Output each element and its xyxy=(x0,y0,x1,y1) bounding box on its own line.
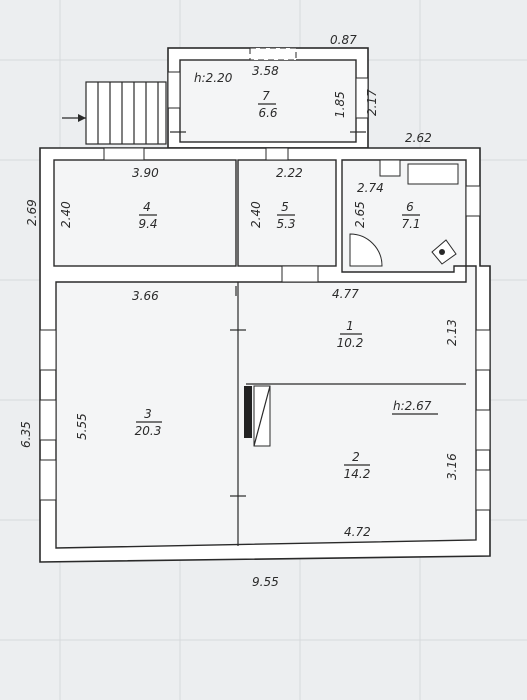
room-4-area: 9.4 xyxy=(138,217,157,231)
dim-5-55: 5.55 xyxy=(75,413,89,440)
room-6-area: 7.1 xyxy=(401,217,420,231)
lower-rooms xyxy=(55,265,477,549)
dim-1-85: 1.85 xyxy=(333,91,347,118)
room-6-number: 6 xyxy=(406,200,414,214)
room-4-number: 4 xyxy=(143,200,151,214)
dim-2-74: 2.74 xyxy=(357,181,384,195)
room-1-number: 1 xyxy=(346,319,354,333)
room-5-number: 5 xyxy=(281,200,289,214)
room-labels: 7 6.6 4 9.4 5 5.3 6 7.1 1 10.2 3 20.3 2 … xyxy=(135,89,421,481)
dim-2-17: 2.17 xyxy=(365,89,379,116)
room-7-number: 7 xyxy=(262,89,270,103)
porch-stairs xyxy=(62,81,167,145)
dim-3-58: 3.58 xyxy=(252,64,279,78)
dim-3-66: 3.66 xyxy=(132,289,159,303)
dim-2-13: 2.13 xyxy=(445,319,459,346)
dim-2-69: 2.69 xyxy=(25,199,39,226)
dim-2-40-mid: 2.40 xyxy=(249,201,263,228)
dim-3-90: 3.90 xyxy=(132,166,159,180)
room-3-number: 3 xyxy=(144,407,152,421)
dim-9-55: 9.55 xyxy=(252,575,279,589)
wall-ticks xyxy=(170,131,366,497)
dimension-labels: 0.87 3.58 1.85 2.17 2.62 3.90 2.22 2.74 … xyxy=(19,33,459,589)
dim-4-72: 4.72 xyxy=(344,525,371,539)
dim-2-40-left: 2.40 xyxy=(59,201,73,228)
room-2-number: 2 xyxy=(352,450,360,464)
dim-4-77: 4.77 xyxy=(332,287,359,301)
dim-2-22: 2.22 xyxy=(276,166,303,180)
upper-rooms xyxy=(53,159,467,273)
main-height-label: h:2.67 xyxy=(393,399,432,413)
room-7-area: 6.6 xyxy=(258,106,277,120)
dim-2-62: 2.62 xyxy=(405,131,432,145)
bathroom-fixtures xyxy=(349,159,459,267)
dim-3-16: 3.16 xyxy=(445,453,459,480)
dim-2-65: 2.65 xyxy=(353,201,367,228)
dim-6-35: 6.35 xyxy=(19,421,33,448)
windows xyxy=(39,147,491,511)
room-5-area: 5.3 xyxy=(276,217,295,231)
porch-height-label: h:2.20 xyxy=(194,71,233,85)
room-1-area: 10.2 xyxy=(337,336,364,350)
dim-0-87: 0.87 xyxy=(330,33,357,47)
room-2-area: 14.2 xyxy=(344,467,371,481)
room-3-area: 20.3 xyxy=(135,424,162,438)
room-7-porch xyxy=(167,47,369,149)
